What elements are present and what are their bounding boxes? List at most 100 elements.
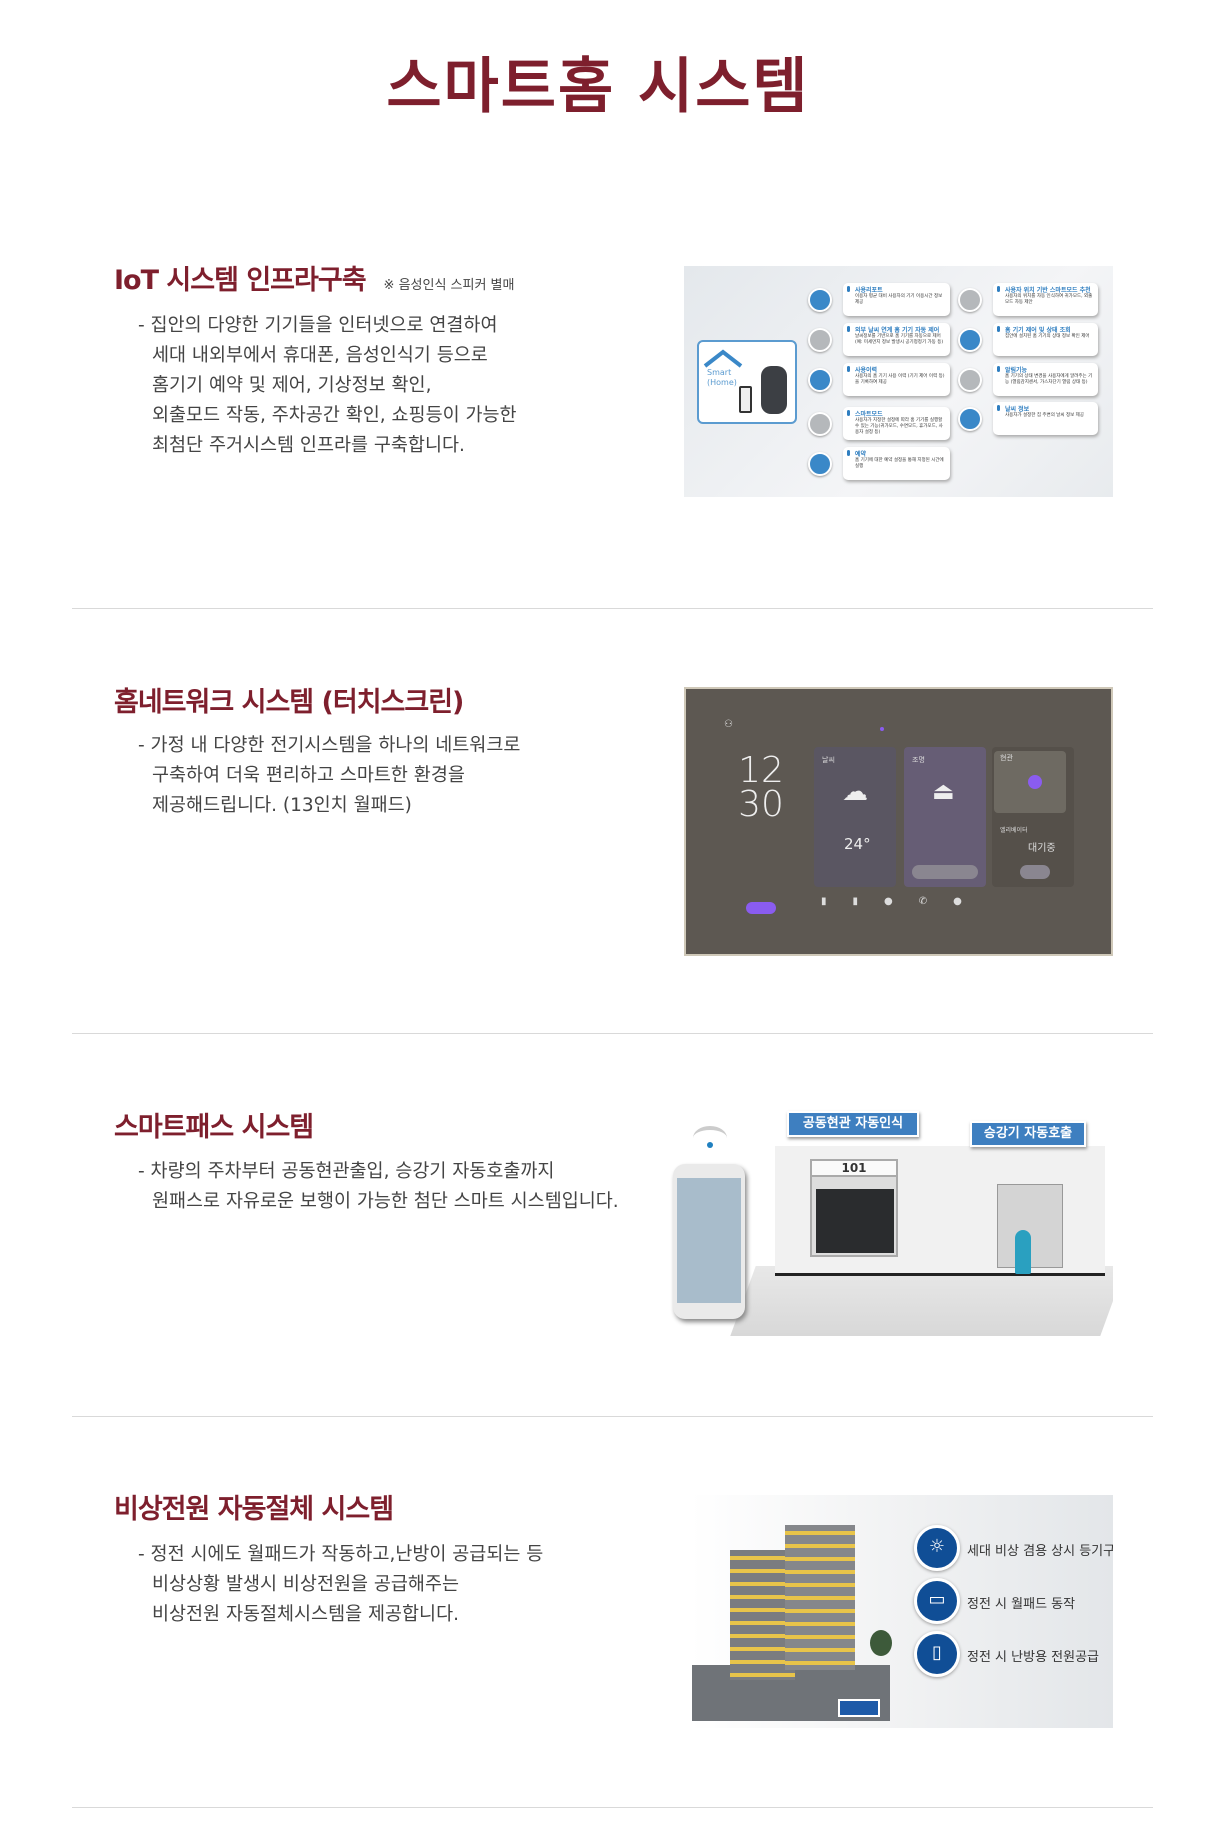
- elevator-status: 대기중: [1028, 843, 1056, 854]
- alarm-icon: [958, 368, 982, 392]
- body-line: 제공해드립니다. (13인치 월패드): [152, 795, 412, 816]
- section-divider: [72, 1033, 1153, 1034]
- building-right: [785, 1525, 855, 1670]
- history-icon: [808, 368, 832, 392]
- section-body-homenetwork: - 가정 내 다양한 전기시스템을 하나의 네트워크로 구축하여 더욱 편리하고…: [138, 731, 520, 821]
- feature-desc: 날씨정보를 기반으로 홈 기기를 자동으로 제어 (예: 미세먼지 정보 발생시…: [855, 334, 944, 345]
- network-icon: ⚇: [724, 719, 733, 730]
- feature-title: 홈 기기 제어 및 상태 조회: [1005, 327, 1071, 334]
- speaker-note: ※ 음성인식 스피커 별매: [383, 278, 515, 293]
- elevator-label: 엘리베이터: [1000, 827, 1028, 834]
- door-number: 101: [812, 1161, 896, 1177]
- weather-label: 날씨: [822, 756, 835, 764]
- wallpad-icon: ▭: [914, 1578, 960, 1624]
- body-line: 구축하여 더욱 편리하고 스마트한 환경을: [152, 765, 465, 786]
- wifi-icon: [693, 1126, 727, 1150]
- feature-title: 사용자 위치 기반 스마트모드 추천: [1005, 287, 1091, 294]
- cloud-icon: [958, 407, 982, 431]
- feature-title: 알림기능: [1005, 367, 1028, 374]
- heater-icon: ▯: [914, 1631, 960, 1677]
- phone-icon: [739, 386, 752, 413]
- tree: [870, 1630, 892, 1656]
- emergency-item-label: 세대 비상 겸용 상시 등기구: [967, 1544, 1113, 1559]
- entrance-recognition-label: 공동현관 자동인식: [787, 1111, 919, 1137]
- body-line: 세대 내외부에서 휴대폰, 음성인식기 등으로: [152, 345, 488, 366]
- feature-desc: 홈 기기의 상태 변경을 사용자에게 알려주는 기능 (열림감지센서, 가스차단…: [1005, 374, 1093, 385]
- section-body-emergency-power: - 정전 시에도 월패드가 작동하고,난방이 공급되는 등 비상상황 발생시 비…: [138, 1540, 543, 1630]
- smartpass-image: 101 공동현관 자동인식 승강기 자동호출: [665, 1106, 1113, 1336]
- section-body-smartpass: - 차량의 주차부터 공동현관출입, 승강기 자동호출까지 원패스로 자유로운 …: [138, 1157, 619, 1217]
- body-line: 최첨단 주거시스템 인프라를 구축합니다.: [152, 435, 465, 456]
- heading-text: IoT 시스템 인프라구축: [114, 265, 367, 296]
- speaker-icon: [761, 366, 787, 414]
- page-title: 스마트홈 시스템: [386, 52, 810, 122]
- mic-icon: [847, 286, 850, 292]
- battery-icon: [838, 1699, 880, 1717]
- entrance-camera: [994, 751, 1066, 813]
- emergency-item-label: 정전 시 난방용 전원공급: [967, 1650, 1099, 1665]
- entrance-card: 현관 엘리베이터 대기중: [992, 747, 1074, 887]
- body-line: - 정전 시에도 월패드가 작동하고,난방이 공급되는 등: [138, 1544, 544, 1565]
- body-line: 홈기기 예약 및 제어, 기상정보 확인,: [152, 375, 432, 396]
- feature-desc: 집안에 설치된 홈 기기의 상태 정보 확인 제어: [1005, 334, 1090, 339]
- section-divider: [72, 1807, 1153, 1808]
- elevator-call-button: [1020, 865, 1050, 879]
- smartphone: [673, 1164, 745, 1319]
- feature-title: 스마트모드: [855, 411, 883, 418]
- feature-desc: 사용자가 설정한 집 주변의 날씨 정보 제공: [1005, 413, 1084, 418]
- body-line: 원패스로 자유로운 보행이 가능한 첨단 스마트 시스템입니다.: [152, 1191, 619, 1212]
- mic-icon: [997, 366, 1000, 372]
- mic-icon: [997, 326, 1000, 332]
- cloud-sun-icon: ☁: [842, 777, 868, 807]
- feature-title: 사용리포트: [855, 287, 883, 294]
- emergency-item-label: 정전 시 월패드 동작: [967, 1597, 1076, 1612]
- mic-icon: [997, 405, 1000, 411]
- body-line: - 차량의 주차부터 공동현관출입, 승강기 자동호출까지: [138, 1161, 555, 1182]
- mic-icon: [847, 366, 850, 372]
- section-heading-iot: IoT 시스템 인프라구축 ※ 음성인식 스피커 별매: [114, 258, 514, 297]
- screen-icon: [958, 328, 982, 352]
- chart-icon: [808, 288, 832, 312]
- feature-desc: 홈 기기에 대한 예약 설정을 통해 지정된 시간에 실행: [855, 458, 944, 469]
- lamp-icon: ☼: [914, 1525, 960, 1571]
- sun-icon: [808, 412, 832, 436]
- person: [1015, 1230, 1031, 1274]
- mic-icon: [997, 286, 1000, 292]
- temperature: 24°: [844, 835, 871, 853]
- weather-icon: [808, 328, 832, 352]
- section-heading-smartpass: 스마트패스 시스템: [114, 1112, 314, 1143]
- mic-icon: [847, 326, 850, 332]
- wallpad-button: [746, 902, 776, 914]
- bottom-menu-icons: ▮▮●✆●: [821, 896, 988, 907]
- lights-off-button: [912, 865, 978, 879]
- entrance-label: 현관: [1000, 754, 1013, 762]
- building-left: [730, 1550, 795, 1680]
- entrance-door: 101: [810, 1159, 898, 1257]
- feature-title: 예약: [855, 451, 867, 458]
- section-divider: [72, 1416, 1153, 1417]
- feature-desc: 사용자가 지정한 설정에 따라 홈 기기를 실행할 수 있는 기능(귀가모드, …: [855, 418, 943, 435]
- house-icon: [703, 349, 743, 368]
- elevator-call-label: 승강기 자동호출: [970, 1121, 1086, 1147]
- body-line: - 가정 내 다양한 전기시스템을 하나의 네트워크로: [138, 735, 521, 756]
- location-icon: [958, 288, 982, 312]
- mic-icon: [847, 410, 850, 416]
- feature-desc: 사용자의 위치를 자동 인식하여 귀가모드, 외출모드 자동 제안: [1005, 294, 1093, 305]
- section-body-iot: - 집안의 다양한 기기들을 인터넷으로 연결하여 세대 내외부에서 휴대폰, …: [138, 311, 517, 461]
- feature-title: 사용이력: [855, 367, 878, 374]
- section-heading-emergency-power: 비상전원 자동절체 시스템: [114, 1494, 394, 1525]
- mic-icon: [847, 450, 850, 456]
- feature-title: 외부 날씨 연계 홈 기기 자동 제어: [855, 327, 940, 334]
- emergency-power-image: ☼ 세대 비상 겸용 상시 등기구 ▭ 정전 시 월패드 동작 ▯ 정전 시 난방용 전원…: [690, 1495, 1113, 1728]
